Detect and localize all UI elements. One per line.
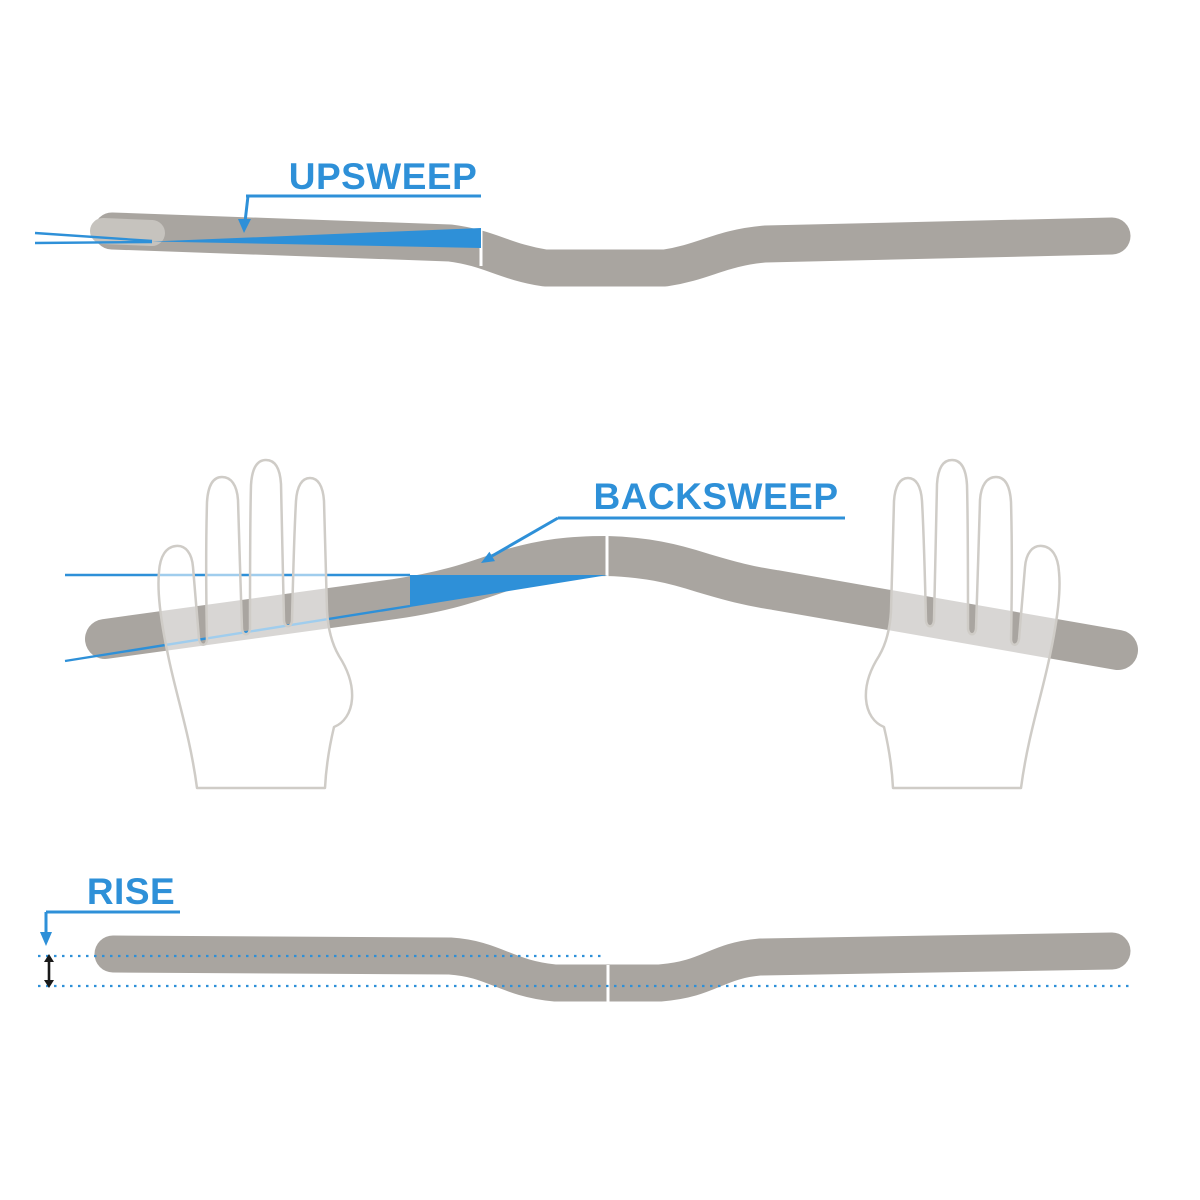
upsweep-angle-wedge	[152, 228, 481, 248]
upsweep-reference-lines	[34, 231, 153, 245]
backsweep-label: BACKSWEEP	[593, 476, 838, 517]
hand-outline-right	[864, 458, 1061, 790]
rise-measure-arrowhead-down-icon	[44, 980, 54, 988]
handlebar-front-view	[93, 212, 1131, 287]
rise-pointer-arrow	[40, 910, 60, 946]
grip-highlight	[90, 218, 165, 246]
upsweep-pointer-arrow	[238, 195, 251, 233]
backsweep-diagram: BACKSWEEP	[64, 458, 1138, 790]
rise-measurement-arrow	[44, 954, 54, 988]
upsweep-reference-line-upper	[34, 231, 153, 243]
rise-diagram: RISE	[38, 871, 1131, 1002]
backsweep-pointer-arrow	[481, 516, 559, 563]
rise-label: RISE	[87, 871, 175, 912]
upsweep-diagram: UPSWEEP	[34, 156, 1131, 287]
upsweep-reference-line-lower	[34, 240, 153, 245]
hand-outline-left	[157, 458, 354, 790]
backsweep-pointer-line	[491, 516, 559, 558]
upsweep-label: UPSWEEP	[289, 156, 478, 197]
backsweep-arrowhead-icon	[481, 551, 495, 563]
backsweep-angle-wedge	[410, 575, 608, 607]
upsweep-pointer-line	[243, 195, 250, 223]
upsweep-arrowhead-icon	[238, 219, 251, 233]
rise-measure-arrowhead-up-icon	[44, 954, 54, 962]
rise-arrowhead-icon	[40, 932, 52, 946]
